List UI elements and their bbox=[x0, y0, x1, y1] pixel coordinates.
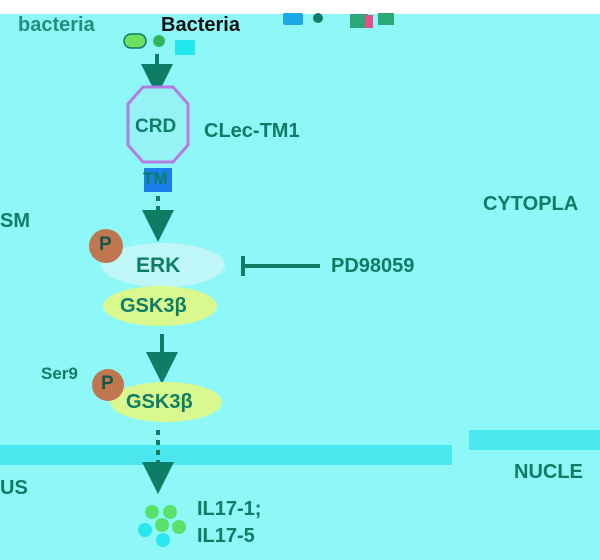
nuclear-envelope-right bbox=[469, 430, 600, 450]
gsk-lower-label: GSK3β bbox=[126, 391, 193, 413]
il17-particle bbox=[163, 505, 177, 519]
plasma-membrane-strip bbox=[0, 0, 600, 14]
receptor-name: CLec-TM1 bbox=[204, 120, 300, 142]
ligand-capsule bbox=[123, 33, 147, 49]
nucleus-label-right: NUCLE bbox=[514, 461, 583, 483]
il17-particle bbox=[172, 520, 186, 534]
il17-particle bbox=[138, 523, 152, 537]
il17-particle bbox=[156, 533, 170, 547]
il17-particle bbox=[145, 505, 159, 519]
cytoplasm-label-left: SM bbox=[0, 210, 30, 232]
il17-line-2: IL17-5 bbox=[197, 525, 255, 547]
gsk-phosphate-label: P bbox=[101, 373, 114, 394]
crd-label: CRD bbox=[135, 116, 177, 137]
bacteria-icon-pink bbox=[365, 15, 373, 28]
inhibitor-label: PD98059 bbox=[331, 255, 415, 277]
bacteria-icon-cluster-2 bbox=[378, 13, 394, 25]
ligand-dot bbox=[153, 35, 165, 47]
bacteria-icon-cluster bbox=[350, 14, 368, 28]
nucleus-label-left: US bbox=[0, 477, 28, 499]
il17-particle bbox=[155, 518, 169, 532]
erk-phosphate-label: P bbox=[99, 234, 112, 255]
tm-label: TM bbox=[143, 169, 168, 188]
crd-domain-shape bbox=[126, 85, 190, 164]
erk-ellipse bbox=[101, 243, 225, 287]
cutoff-bacteria-label: bacteria bbox=[18, 14, 95, 36]
il17-line-1: IL17-1; bbox=[197, 498, 262, 520]
gsk-upper-ellipse bbox=[103, 286, 217, 326]
bacteria-icon-blue bbox=[283, 13, 303, 25]
gsk-upper-label: GSK3β bbox=[120, 295, 187, 317]
ser9-label: Ser9 bbox=[41, 364, 78, 383]
cytoplasm-label-right: CYTOPLA bbox=[483, 193, 579, 215]
gsk-phosphate-circle bbox=[92, 369, 124, 401]
erk-label: ERK bbox=[136, 254, 181, 277]
ligand-square bbox=[175, 40, 195, 55]
bacteria-title: Bacteria bbox=[161, 14, 240, 36]
tm-domain-block bbox=[144, 168, 172, 192]
nuclear-envelope-left bbox=[0, 445, 452, 465]
bacteria-icon-dark bbox=[313, 13, 323, 23]
erk-phosphate-circle bbox=[89, 229, 123, 263]
gsk-lower-ellipse bbox=[110, 382, 222, 422]
